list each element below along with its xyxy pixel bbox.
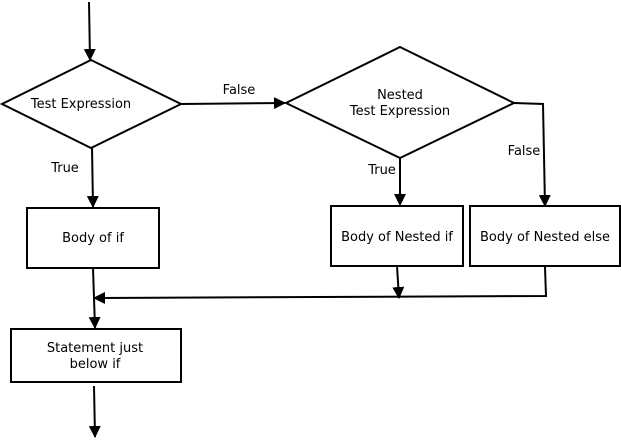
body-of-nested-if-box (330, 205, 464, 267)
test-expression-node: Test Expression (0, 58, 184, 150)
nested-test-expression-label-line2: Test Expression (349, 104, 450, 119)
test-expression-diamond (0, 58, 184, 150)
edge-statement-to-end (88, 385, 101, 438)
edge-labels: False True True False (50, 83, 540, 178)
edge-nested-if-down (392, 265, 405, 299)
test-expression-label: Test Expression (30, 97, 131, 112)
edge-test-true (86, 146, 99, 208)
nodes: Test Expression Nested Test Expression B… (0, 45, 621, 383)
body-of-nested-if-node: Body of Nested if (330, 205, 464, 267)
statement-below-if-node: Statement just below if (10, 328, 182, 383)
statement-below-if-label-line1: Statement just (47, 341, 143, 356)
nested-true-label: True (367, 163, 396, 178)
body-of-if-node: Body of if (26, 207, 160, 269)
body-of-if-label: Body of if (62, 231, 124, 246)
edge-nested-false (513, 102, 551, 207)
edge-nested-else-merge (93, 266, 548, 304)
nested-test-expression-label-line1: Nested (377, 88, 423, 103)
body-of-nested-if-label: Body of Nested if (341, 230, 453, 245)
nested-test-expression-node: Nested Test Expression (283, 45, 517, 160)
body-of-if-box (26, 207, 160, 269)
nested-test-expression-diamond (283, 45, 517, 160)
statement-below-if-label-line2: below if (70, 357, 121, 372)
nested-false-label: False (508, 144, 541, 159)
body-of-nested-else-node: Body of Nested else (469, 205, 621, 267)
test-true-label: True (50, 161, 79, 176)
edge-test-false (180, 97, 286, 110)
edges (83, 1, 551, 438)
edge-start-to-test (83, 1, 96, 61)
body-of-nested-else-label: Body of Nested else (480, 230, 610, 245)
statement-below-if-box (10, 328, 182, 383)
body-of-nested-else-box (469, 205, 621, 267)
test-false-label: False (223, 83, 256, 98)
